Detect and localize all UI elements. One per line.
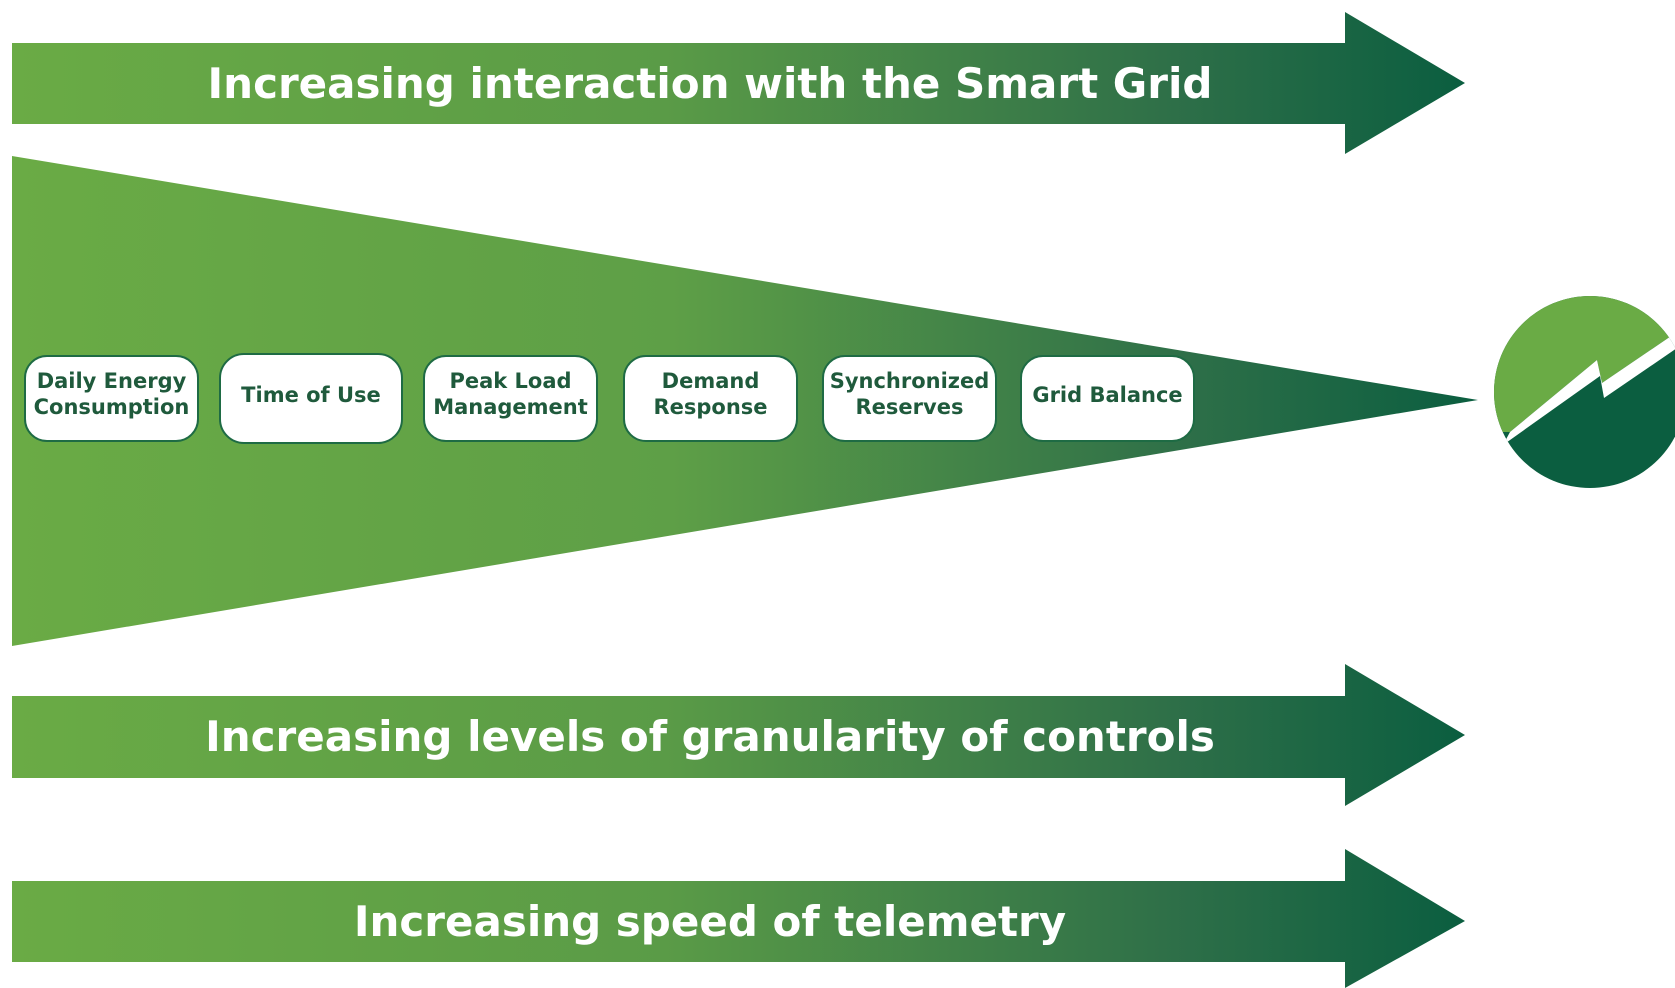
stage-pill-peak-load-management: Peak Load Management [423, 355, 598, 442]
bottom-arrow-label: Increasing speed of telemetry [354, 897, 1066, 946]
stage-label-line1: Daily Energy [37, 369, 187, 393]
stage-label-line2: Consumption [34, 395, 190, 419]
stage-label-line1: Grid Balance [1032, 383, 1182, 407]
stage-pill-time-of-use: Time of Use [219, 353, 403, 444]
middle-arrow-label: Increasing levels of granularity of cont… [205, 712, 1215, 761]
stage-label-line2: Management [433, 395, 588, 419]
stage-label-line1: Peak Load [449, 369, 571, 393]
stage-label-line1: Demand [662, 369, 760, 393]
bottom-arrow: Increasing speed of telemetry [12, 849, 1465, 988]
middle-arrow: Increasing levels of granularity of cont… [12, 664, 1465, 806]
top-arrow-label: Increasing interaction with the Smart Gr… [208, 59, 1213, 108]
stage-pill-grid-balance: Grid Balance [1020, 355, 1195, 442]
smart-grid-lightning-logo-icon [1494, 296, 1675, 488]
stage-label-line1: Synchronized [830, 369, 990, 393]
stage-label-line2: Response [653, 395, 767, 419]
stage-label-line2: Reserves [856, 395, 964, 419]
stage-label-line1: Time of Use [241, 383, 381, 407]
stage-pill-synchronized-reserves: Synchronized Reserves [822, 355, 997, 442]
stage-pill-daily-energy-consumption: Daily Energy Consumption [24, 355, 199, 442]
top-arrow: Increasing interaction with the Smart Gr… [12, 12, 1465, 154]
stage-pill-demand-response: Demand Response [623, 355, 798, 442]
